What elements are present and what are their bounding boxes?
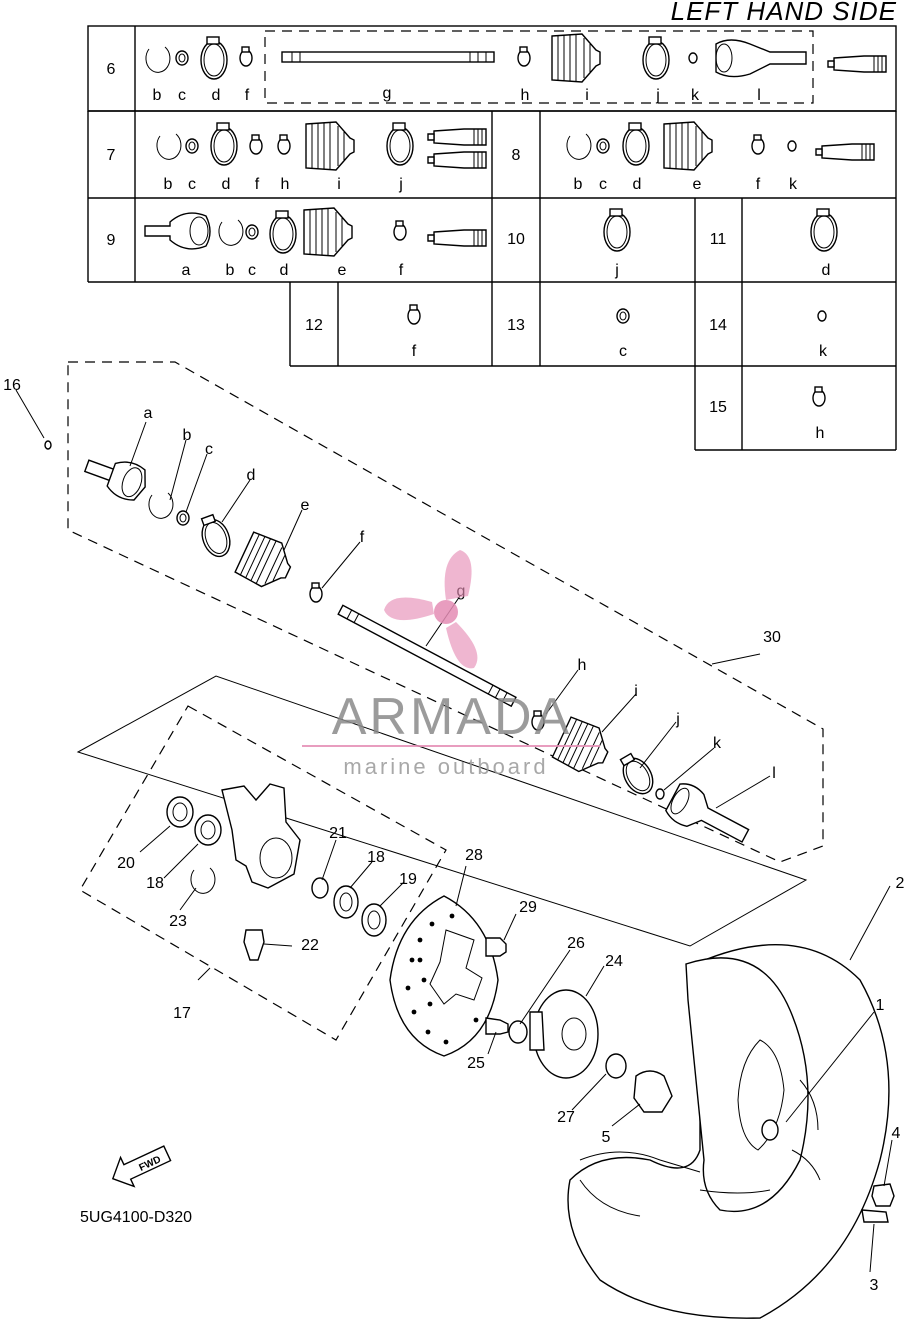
svg-text:k: k bbox=[789, 176, 798, 193]
page-title: LEFT HAND SIDE bbox=[671, 0, 897, 26]
svg-text:h: h bbox=[578, 657, 587, 674]
callout-16: 16 bbox=[3, 377, 21, 394]
callout-26: 26 bbox=[567, 935, 585, 952]
kit-14-number: 14 bbox=[709, 317, 727, 334]
watermark-brand: ARMADA bbox=[332, 688, 572, 746]
kit-12-number: 12 bbox=[305, 317, 323, 334]
kit-12-letter: f bbox=[412, 343, 417, 360]
kit-15-letter: h bbox=[816, 425, 825, 442]
callout-3: 3 bbox=[870, 1277, 879, 1294]
svg-text:f: f bbox=[360, 529, 365, 546]
svg-text:i: i bbox=[337, 176, 341, 193]
wheel-assembly: 2 1 4 3 bbox=[567, 875, 905, 1319]
callout-1: 1 bbox=[876, 997, 885, 1014]
callout-19: 19 bbox=[399, 871, 417, 888]
svg-text:b: b bbox=[183, 427, 192, 444]
svg-text:e: e bbox=[338, 262, 347, 279]
driveshaft-assembly: a b c d e f g h i j k l 16 30 bbox=[3, 361, 824, 863]
svg-text:h: h bbox=[521, 87, 530, 104]
svg-text:j: j bbox=[398, 176, 403, 193]
diagram-code: 5UG4100-D320 bbox=[80, 1209, 192, 1226]
callout-25: 25 bbox=[467, 1055, 485, 1072]
svg-text:i: i bbox=[634, 683, 638, 700]
svg-text:a: a bbox=[182, 262, 191, 279]
watermark: ARMADA marine outboard bbox=[302, 550, 600, 779]
callout-17: 17 bbox=[173, 1005, 191, 1022]
svg-text:d: d bbox=[212, 87, 221, 104]
callout-28: 28 bbox=[465, 847, 483, 864]
svg-text:a: a bbox=[144, 405, 153, 422]
callout-5: 5 bbox=[602, 1129, 611, 1146]
kit-9-letters: a b c d e f bbox=[182, 262, 404, 279]
svg-text:c: c bbox=[188, 176, 196, 193]
kit-7-number: 7 bbox=[107, 147, 116, 164]
callout-24: 24 bbox=[605, 953, 623, 970]
callout-18b: 18 bbox=[367, 849, 385, 866]
callout-23: 23 bbox=[169, 913, 187, 930]
kit-6-number: 6 bbox=[107, 61, 116, 78]
svg-text:d: d bbox=[222, 176, 231, 193]
svg-text:f: f bbox=[255, 176, 260, 193]
kit-13-letter: c bbox=[619, 343, 627, 360]
callout-22: 22 bbox=[301, 937, 319, 954]
kit-table: 6 b c d f g h i j k l 7 bbox=[87, 25, 897, 451]
svg-text:l: l bbox=[772, 765, 776, 782]
callout-30: 30 bbox=[763, 629, 781, 646]
cv-joint-icon bbox=[715, 39, 807, 78]
svg-text:d: d bbox=[633, 176, 642, 193]
callout-18a: 18 bbox=[146, 875, 164, 892]
svg-text:k: k bbox=[713, 735, 722, 752]
kit-14-letter: k bbox=[819, 343, 828, 360]
callout-20: 20 bbox=[117, 855, 135, 872]
svg-text:c: c bbox=[599, 176, 607, 193]
svg-text:f: f bbox=[756, 176, 761, 193]
svg-text:h: h bbox=[281, 176, 290, 193]
kit-11-number: 11 bbox=[710, 231, 727, 248]
svg-text:b: b bbox=[153, 87, 162, 104]
kit-11-letter: d bbox=[822, 262, 831, 279]
callout-4: 4 bbox=[892, 1125, 901, 1142]
svg-text:c: c bbox=[205, 441, 213, 458]
fwd-arrow-icon: FWD bbox=[111, 1145, 172, 1188]
svg-text:d: d bbox=[247, 467, 256, 484]
knuckle-assembly: 20 18 23 17 21 18 19 22 bbox=[76, 675, 808, 1041]
svg-text:c: c bbox=[248, 262, 256, 279]
svg-text:b: b bbox=[226, 262, 235, 279]
callout-2: 2 bbox=[896, 875, 905, 892]
svg-text:j: j bbox=[655, 87, 660, 104]
shaft-icon bbox=[281, 51, 495, 63]
kit-13-number: 13 bbox=[507, 317, 525, 334]
kit-10-letter: j bbox=[614, 262, 619, 279]
svg-text:l: l bbox=[757, 87, 761, 104]
callout-29: 29 bbox=[519, 899, 537, 916]
kit-8-letters: b c d e f k bbox=[574, 176, 798, 193]
svg-text:c: c bbox=[178, 87, 186, 104]
kit-8-number: 8 bbox=[512, 147, 521, 164]
kit-7-letters: b c d f h i j bbox=[164, 176, 403, 193]
svg-text:f: f bbox=[245, 87, 250, 104]
svg-text:i: i bbox=[585, 87, 589, 104]
callout-21: 21 bbox=[329, 825, 347, 842]
propeller-logo-icon bbox=[384, 550, 478, 669]
watermark-tagline: marine outboard bbox=[343, 754, 548, 779]
kit-10-number: 10 bbox=[507, 231, 525, 248]
kit-9-number: 9 bbox=[107, 232, 116, 249]
svg-text:e: e bbox=[301, 497, 310, 514]
svg-text:e: e bbox=[693, 176, 702, 193]
svg-text:b: b bbox=[164, 176, 173, 193]
svg-text:j: j bbox=[675, 711, 680, 728]
svg-text:k: k bbox=[691, 87, 700, 104]
kit-6-letters: b c d f g h i j k l bbox=[153, 85, 761, 104]
callout-27: 27 bbox=[557, 1109, 575, 1126]
outer-cv-joint-icon bbox=[144, 212, 211, 250]
svg-text:g: g bbox=[383, 85, 392, 102]
svg-text:f: f bbox=[399, 262, 404, 279]
svg-text:b: b bbox=[574, 176, 583, 193]
svg-text:d: d bbox=[280, 262, 289, 279]
kit-15-number: 15 bbox=[709, 399, 727, 416]
hub-assembly: 28 29 26 24 25 27 5 bbox=[389, 847, 673, 1146]
